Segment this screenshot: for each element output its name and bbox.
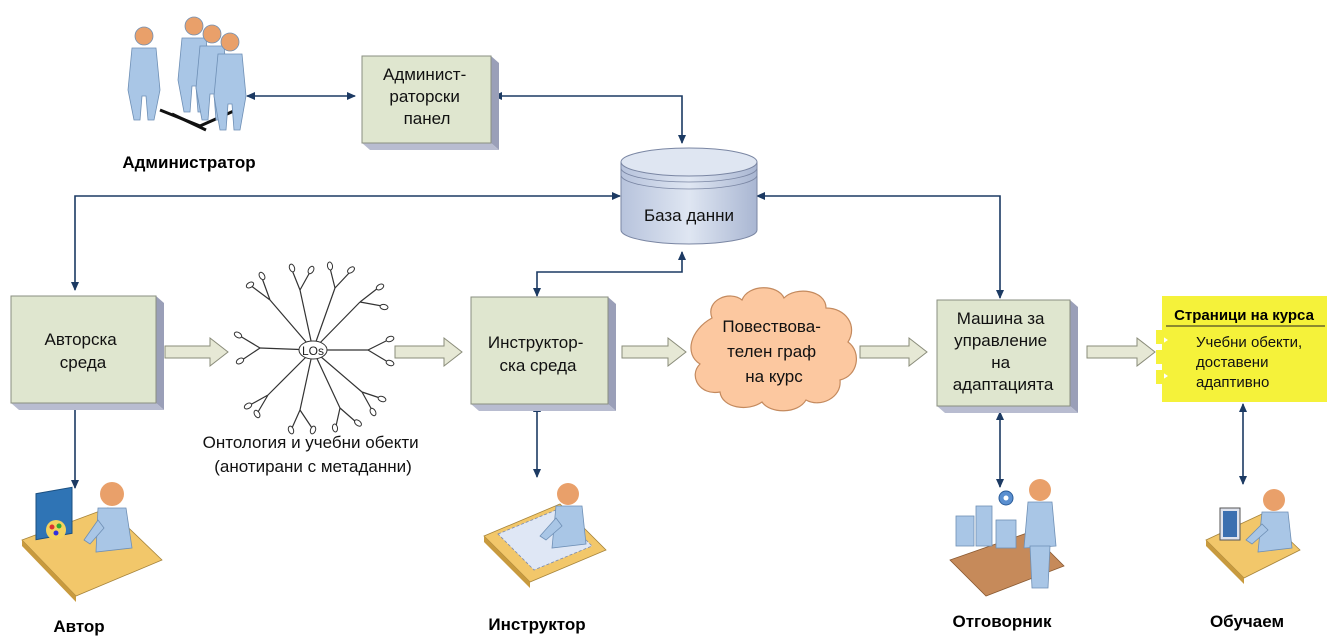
- database[interactable]: База данни: [620, 147, 758, 245]
- course-pages-title: Страници на курса: [1174, 307, 1314, 324]
- engine-label-3: на: [991, 353, 1010, 372]
- role-learner: Обучаем: [1210, 612, 1284, 631]
- flow-arrow-5: [1086, 336, 1156, 368]
- connectors: [71, 92, 1247, 489]
- ontology-center-label: LOs: [302, 344, 324, 358]
- narrative-graph-cloud[interactable]: Повествова- телен граф на курс: [690, 287, 857, 412]
- instructor-env-label-2: ска среда: [500, 356, 577, 375]
- svg-text:Повествова- телен граф: Повествова- телен граф на курс: [722, 317, 825, 386]
- author-env-label-2: среда: [60, 353, 107, 372]
- engine-label-2: управление: [954, 331, 1047, 350]
- arrow-db-engine: [756, 192, 1004, 299]
- flow-arrow-1: [164, 336, 229, 368]
- role-responder: Отговорник: [952, 612, 1052, 631]
- cloud-label-3: на курс: [745, 367, 803, 386]
- course-pages-body-1: Учебни обекти,: [1196, 334, 1302, 351]
- role-author: Автор: [53, 617, 104, 636]
- svg-text:Авторска среда: Авторска среда: [44, 330, 121, 372]
- author-env-box[interactable]: Авторска среда: [10, 295, 164, 410]
- role-instructor: Инструктор: [488, 615, 585, 634]
- administrators-icon: [127, 16, 247, 132]
- ontology-caption-2: (анотирани с метаданни): [214, 457, 412, 476]
- course-pages-body-3: адаптивно: [1196, 374, 1269, 391]
- svg-text:Учебни обекти, доставени: Учебни обекти, доставени адаптивно: [1196, 334, 1306, 391]
- ontology-caption-1: Онтология и учебни обекти: [203, 433, 419, 452]
- admin-panel-label-3: панел: [404, 109, 451, 128]
- instructor-env-box[interactable]: Инструктор- ска среда: [470, 296, 616, 411]
- admin-panel-label-2: раторски: [389, 87, 459, 106]
- database-label: База данни: [644, 206, 734, 225]
- svg-text:Админист- раторски: Админист- раторски панел: [383, 65, 471, 128]
- svg-text:Онтология и учебни обекти: Онтология и учебни обекти (анотирани с м…: [203, 433, 424, 476]
- flow-arrows: [164, 336, 1156, 368]
- cloud-label-1: Повествова-: [722, 317, 821, 336]
- flow-arrow-3: [621, 336, 687, 368]
- learner-icon: [1205, 489, 1301, 584]
- instructor-env-label-1: Инструктор-: [488, 333, 583, 352]
- role-administrator: Администратор: [122, 153, 255, 172]
- engine-label-1: Машина за: [957, 309, 1045, 328]
- engine-label-4: адаптацията: [953, 375, 1054, 394]
- instructor-icon: [483, 483, 607, 588]
- author-env-label-1: Авторска: [44, 330, 117, 349]
- flow-arrow-2: [394, 336, 463, 368]
- adaptation-engine-box[interactable]: Машина за управление на адаптацията: [936, 299, 1078, 413]
- svg-text:Инструктор- ска среда: Инструктор- ска среда: [488, 333, 588, 375]
- cloud-label-2: телен граф: [727, 342, 816, 361]
- responder-icon: [949, 479, 1065, 597]
- admin-panel-label-1: Админист-: [383, 65, 466, 84]
- flow-arrow-4: [859, 336, 928, 368]
- ontology-tree: [233, 261, 395, 435]
- admin-panel-box[interactable]: Админист- раторски панел: [361, 55, 499, 150]
- author-icon: [21, 482, 163, 602]
- arrow-db-instructor: [533, 251, 686, 297]
- arrow-db-author: [71, 192, 621, 291]
- course-pages[interactable]: Страници на курса Учебни обекти, доставе…: [1156, 296, 1327, 402]
- arrow-panel-db: [493, 92, 686, 144]
- svg-text:Машина за управление: Машина за управление на адаптацията: [953, 309, 1054, 394]
- course-pages-body-2: доставени: [1196, 354, 1268, 371]
